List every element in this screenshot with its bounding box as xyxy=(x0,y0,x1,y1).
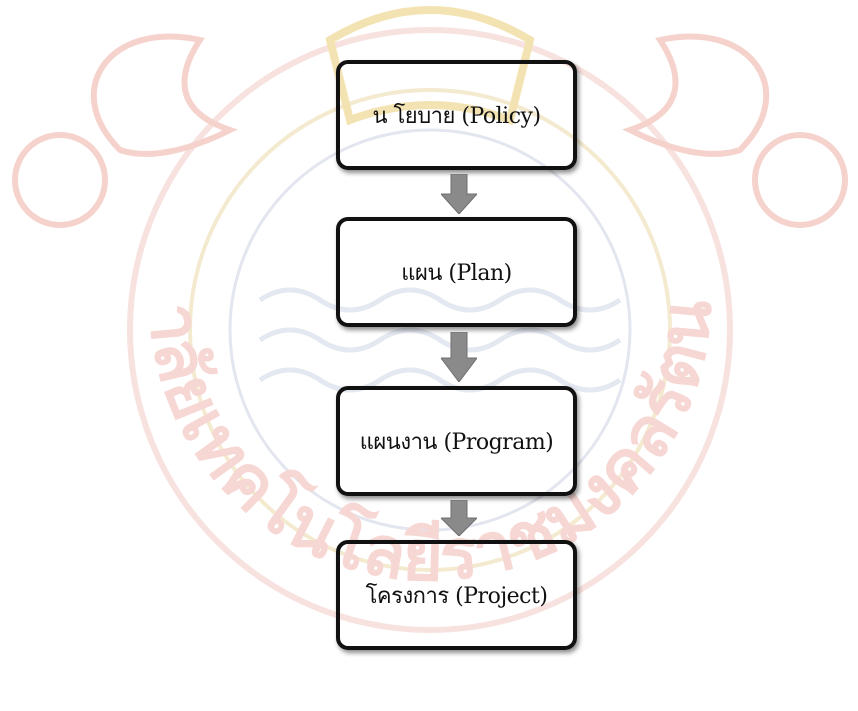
seal-flower-right xyxy=(752,132,848,228)
seal-crown xyxy=(325,6,535,126)
flow-box-policy: น โยบาย (Policy) xyxy=(336,60,577,170)
seal-flame-right xyxy=(622,33,770,157)
seal-wave-1 xyxy=(258,287,622,313)
down-arrow-icon xyxy=(441,174,477,214)
down-arrow-icon xyxy=(441,500,477,536)
flow-box-plan: แผน (Plan) xyxy=(336,217,577,327)
seal-wave-2 xyxy=(258,327,622,353)
seal-outer-ring xyxy=(127,27,733,633)
flow-label-program: แผนงาน (Program) xyxy=(359,429,554,455)
seal-wave-3 xyxy=(258,367,622,393)
down-arrow-icon xyxy=(441,332,477,382)
seal-center-ring xyxy=(228,128,632,532)
seal-flame-left xyxy=(90,33,238,157)
seal-inner-ring xyxy=(188,88,672,572)
flow-label-plan: แผน (Plan) xyxy=(401,260,512,286)
flow-label-policy: น โยบาย (Policy) xyxy=(372,103,541,129)
flow-box-project: โครงการ (Project) xyxy=(336,540,577,650)
flow-label-project: โครงการ (Project) xyxy=(365,583,548,609)
flow-box-program: แผนงาน (Program) xyxy=(336,386,577,496)
seal-flower-left xyxy=(12,132,108,228)
